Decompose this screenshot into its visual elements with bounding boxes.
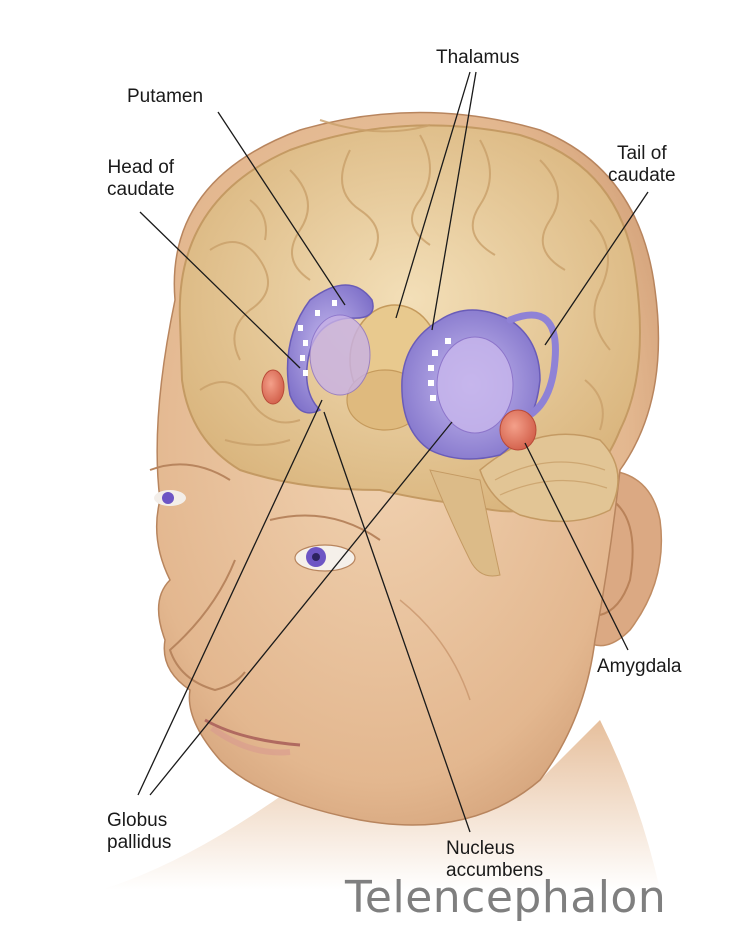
label-head-of-caudate: Head of caudate (107, 157, 175, 200)
mouth (204, 718, 301, 747)
label-globus-pallidus: Globus pallidus (107, 810, 172, 853)
cerebellum (479, 433, 619, 523)
brainstem (429, 469, 501, 577)
label-amygdala: Amygdala (597, 656, 682, 677)
amygdala-front (261, 369, 285, 405)
label-thalamus: Thalamus (436, 47, 520, 68)
caption-title: Telencephalon (345, 872, 667, 923)
brow (149, 463, 231, 481)
caudate-tail (506, 311, 559, 419)
brow-right (269, 514, 381, 541)
nose (168, 559, 246, 692)
caudate-front (286, 284, 374, 414)
label-nucleus-accumbens: Nucleus accumbens (446, 838, 544, 881)
label-tail-of-caudate: Tail of caudate (608, 143, 676, 186)
leader-lines (137, 71, 649, 833)
amygdala-shape (499, 409, 537, 451)
putamen-front (309, 314, 371, 396)
putamen-back (436, 336, 514, 434)
label-putamen: Putamen (127, 86, 204, 107)
